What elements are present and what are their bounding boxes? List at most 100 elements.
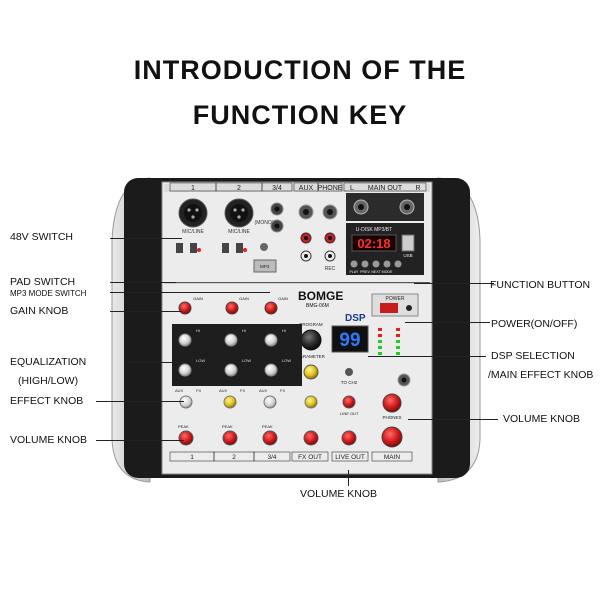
line-volume-right bbox=[408, 419, 498, 420]
fx-label-2: FX bbox=[240, 388, 245, 393]
callout-volume-knob-left: VOLUME KNOB bbox=[10, 434, 88, 446]
aux-label-1: AUX bbox=[175, 388, 184, 393]
callout-volume-knob-bottom: VOLUME KNOB bbox=[300, 488, 378, 500]
callout-function-button: FUNCTION BUTTON bbox=[490, 279, 591, 291]
footer-live-out: LIVE OUT bbox=[335, 454, 365, 461]
mic-line-label-2: MIC/LINE bbox=[228, 229, 250, 235]
mp3-btn-play: PLAY bbox=[350, 270, 360, 274]
usb-label: USB bbox=[403, 253, 412, 258]
rec-label: REC bbox=[325, 266, 336, 272]
line-volume-left bbox=[96, 440, 184, 441]
footer-ch34: 3/4 bbox=[267, 454, 276, 461]
header-ch2: 2 bbox=[237, 185, 241, 192]
eq-low-2: LOW bbox=[242, 358, 251, 363]
level-leds bbox=[378, 328, 400, 355]
gain-label-3: GAIN bbox=[278, 296, 288, 301]
dsp-label: DSP bbox=[345, 313, 366, 324]
page-title-line-2: FUNCTION KEY bbox=[192, 100, 408, 130]
callout-dsp-selection: DSP SELECTION bbox=[491, 350, 575, 362]
footer-ch2: 2 bbox=[232, 454, 236, 461]
footer-fx-out: FX OUT bbox=[298, 454, 322, 461]
gain-label-2: GAIN bbox=[239, 296, 249, 301]
fx-label-1: FX bbox=[196, 388, 201, 393]
page-title-line-1: INTRODUCTION OF THE bbox=[133, 55, 467, 85]
callout-48v-switch: 48V SWITCH bbox=[10, 231, 74, 243]
header-main-out: MAIN OUT bbox=[368, 185, 403, 192]
footer-main: MAIN bbox=[384, 454, 401, 461]
volume-knob-row bbox=[178, 430, 357, 446]
bottom-header: 1 2 3/4 FX OUT LIVE OUT MAIN bbox=[169, 451, 413, 462]
eq-hi-1: HI bbox=[196, 328, 200, 333]
mono-label: (MONO) bbox=[255, 220, 274, 226]
callout-mp3-mode-switch: MP3 MODE SWITCH bbox=[10, 289, 87, 298]
mp3-buttons bbox=[350, 260, 402, 268]
mp3-btn-next: NEXT bbox=[371, 270, 381, 274]
line-volume-bottom bbox=[348, 470, 349, 486]
top-header: 1 2 3/4 AUX PHONE L MAIN OUT R bbox=[169, 182, 427, 192]
usb-disk-label: U-DISK MP3/BT bbox=[356, 227, 392, 233]
footer-ch1: 1 bbox=[190, 454, 194, 461]
eq-knobs bbox=[178, 333, 278, 377]
aux-fx-row bbox=[179, 395, 356, 409]
gain-label-1: GAIN bbox=[193, 296, 203, 301]
line-mp3-mode bbox=[110, 292, 270, 293]
dsp-display-box bbox=[331, 325, 369, 353]
quarter-inch-jacks bbox=[270, 202, 338, 233]
header-aux: AUX bbox=[299, 185, 314, 192]
callout-main-effect-knob: /MAIN EFFECT KNOB bbox=[488, 369, 594, 381]
program-knob bbox=[300, 329, 322, 351]
line-function bbox=[414, 283, 494, 284]
line-power bbox=[405, 322, 490, 323]
program-label: PROGRAM bbox=[299, 322, 323, 327]
callout-effect-knob: EFFECT KNOB bbox=[10, 395, 84, 407]
peak-label-2: PEAK bbox=[222, 424, 233, 429]
mp3-btn-mode: MODE bbox=[382, 270, 393, 274]
eq-hi-3: HI bbox=[282, 328, 286, 333]
header-l: L bbox=[350, 185, 354, 192]
line-effect bbox=[96, 401, 184, 402]
line-gain bbox=[110, 311, 182, 312]
eq-block bbox=[172, 324, 302, 386]
callout-volume-knob-right: VOLUME KNOB bbox=[503, 413, 581, 425]
header-r: R bbox=[415, 185, 420, 192]
callout-pad-switch: PAD SWITCH bbox=[10, 276, 76, 288]
phones-knob bbox=[382, 393, 402, 413]
aux-label-3: AUX bbox=[259, 388, 268, 393]
aux-label-2: AUX bbox=[219, 388, 228, 393]
callout-gain-knob: GAIN KNOB bbox=[10, 305, 69, 317]
header-ch34: 3/4 bbox=[272, 185, 282, 192]
eq-low-1: LOW bbox=[196, 358, 205, 363]
gain-knob-row bbox=[178, 301, 278, 315]
model-label: BMG-06M bbox=[306, 303, 329, 309]
to-ch2-label: TO CH2 bbox=[341, 380, 358, 385]
power-label: POWER bbox=[386, 296, 405, 302]
line-eq bbox=[126, 362, 184, 363]
eq-hi-2: HI bbox=[242, 328, 246, 333]
xlr-jacks bbox=[178, 198, 254, 228]
mp3-mode-text: MP3 bbox=[260, 264, 270, 269]
callout-power: POWER(ON/OFF) bbox=[491, 318, 578, 330]
line-pad bbox=[110, 282, 176, 283]
callout-equalization: EQUALIZATION bbox=[10, 356, 87, 368]
eq-low-3: LOW bbox=[282, 358, 291, 363]
dsp-display: 99 bbox=[339, 330, 360, 351]
rca-jacks bbox=[300, 232, 336, 262]
peak-label-3: PEAK bbox=[262, 424, 273, 429]
mp3-mode-switch bbox=[253, 259, 277, 273]
usb-port bbox=[401, 234, 415, 252]
callout-high-low: (HIGH/LOW) bbox=[18, 375, 79, 387]
mp3-btn-prev: PREV bbox=[360, 270, 370, 274]
brand-logo: BOMGE bbox=[298, 289, 343, 303]
to-ch2-mic bbox=[345, 368, 353, 376]
power-switch bbox=[380, 303, 398, 313]
parameter-knob bbox=[303, 364, 319, 380]
fx-label-3: FX bbox=[280, 388, 285, 393]
line-dsp bbox=[368, 356, 486, 357]
main-knob bbox=[381, 426, 403, 448]
peak-label-1: PEAK bbox=[178, 424, 189, 429]
header-phone: PHONE bbox=[318, 185, 343, 192]
phones-label: PHONES bbox=[382, 415, 401, 420]
mic-line-label-1: MIC/LINE bbox=[182, 229, 204, 235]
usb-display: 02:18 bbox=[357, 236, 390, 251]
